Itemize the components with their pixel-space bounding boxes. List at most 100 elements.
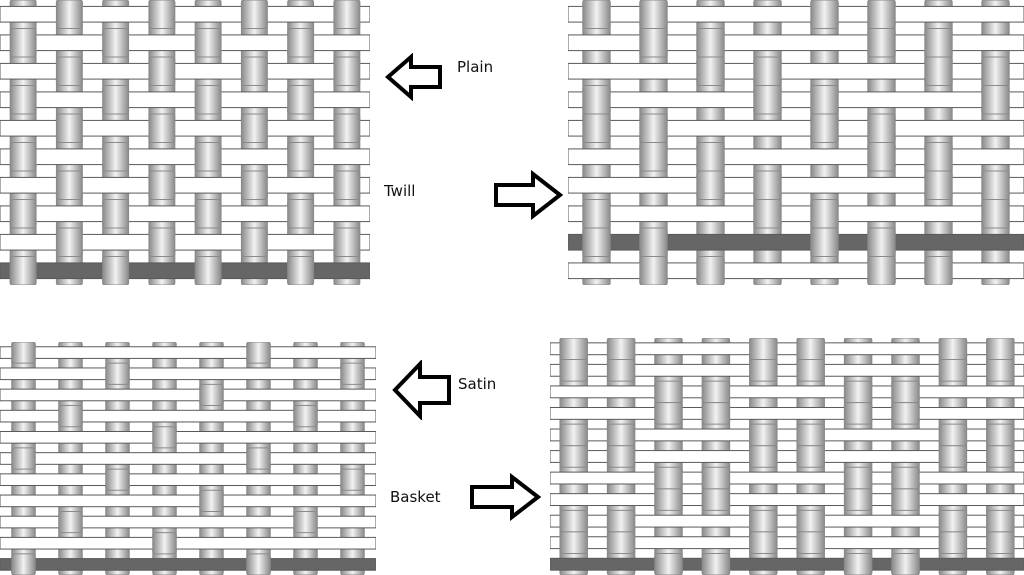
- warp-over-cell: [194, 85, 222, 115]
- warp-over-cell: [606, 359, 636, 382]
- weft-thread: [568, 205, 1024, 223]
- warp-over-cell: [810, 227, 839, 257]
- warp-over-cell: [194, 199, 222, 229]
- warp-over-cell: [981, 199, 1010, 229]
- warp-over-cell: [9, 142, 37, 172]
- warp-over-cell: [867, 28, 896, 58]
- warp-over-cell: [606, 509, 636, 533]
- warp-over-cell: [749, 531, 778, 554]
- dark-weft-thread: [0, 558, 376, 571]
- warp-over-cell: [639, 113, 668, 143]
- warp-over-cell: [796, 531, 825, 554]
- right-arrow-icon: [468, 473, 542, 521]
- right-arrow-icon: [492, 170, 564, 220]
- warp-over-cell: [340, 468, 365, 491]
- weft-thread: [550, 514, 1024, 528]
- weft-thread: [568, 176, 1024, 194]
- warp-over-cell: [105, 362, 130, 385]
- warp-over-cell: [55, 56, 83, 86]
- warp-over-cell: [891, 466, 920, 490]
- warp-over-cell: [55, 227, 83, 257]
- warp-over-cell: [240, 113, 268, 143]
- warp-over-cell: [749, 338, 778, 361]
- warp-over-cell: [102, 142, 130, 172]
- warp-over-cell: [924, 170, 953, 200]
- basket-weave-svg: [550, 338, 1024, 575]
- warp-over-cell: [924, 28, 953, 58]
- twill-weave-diagram: [568, 0, 1024, 285]
- plain-weave-diagram: [0, 0, 370, 285]
- weft-thread: [550, 363, 1024, 377]
- warp-over-cell: [333, 56, 361, 86]
- warp-over-cell: [654, 402, 683, 425]
- warp-over-cell: [924, 56, 953, 86]
- warp-over-cell: [333, 170, 361, 200]
- warp-over-cell: [639, 227, 668, 257]
- warp-over-cell: [810, 113, 839, 143]
- right-arrow-shape: [494, 170, 564, 220]
- warp-over-cell: [582, 85, 611, 115]
- warp-over-cell: [796, 445, 825, 468]
- weft-thread: [550, 428, 1024, 442]
- warp-over-cell: [246, 447, 271, 470]
- warp-over-cell: [639, 0, 668, 29]
- warp-over-cell: [333, 113, 361, 143]
- warp-over-cell: [843, 380, 873, 404]
- warp-over-cell: [559, 445, 588, 468]
- warp-over-cell: [810, 0, 839, 29]
- warp-over-cell: [152, 426, 177, 449]
- warp-over-cell: [194, 256, 222, 285]
- warp-over-cell: [102, 28, 130, 58]
- warp-over-cell: [199, 489, 224, 512]
- warp-over-cell: [696, 256, 725, 285]
- warp-over-cell: [938, 359, 968, 382]
- warp-over-cell: [148, 227, 176, 257]
- warp-over-cell: [240, 56, 268, 86]
- warp-over-cell: [696, 56, 725, 86]
- warp-over-cell: [867, 113, 896, 143]
- left-arrow-shape: [392, 360, 451, 420]
- right-arrow-shape: [470, 473, 542, 521]
- warp-over-cell: [293, 405, 318, 428]
- warp-over-cell: [696, 28, 725, 58]
- twill-label: Twill: [384, 182, 416, 200]
- weft-thread: [568, 262, 1024, 280]
- warp-over-cell: [810, 199, 839, 229]
- warp-over-cell: [867, 0, 896, 29]
- warp-over-cell: [843, 552, 873, 575]
- weft-thread: [550, 493, 1024, 507]
- weft-thread: [0, 34, 370, 52]
- warp-over-cell: [582, 0, 611, 29]
- weft-thread: [568, 62, 1024, 80]
- warp-over-cell: [843, 466, 873, 490]
- weft-thread: [0, 452, 376, 465]
- basket-weave-diagram: [550, 338, 1024, 575]
- warp-over-cell: [810, 85, 839, 115]
- warp-over-cell: [981, 85, 1010, 115]
- weft-thread: [568, 148, 1024, 166]
- warp-over-cell: [11, 447, 36, 470]
- warp-over-cell: [639, 142, 668, 172]
- satin-weave-svg: [0, 342, 376, 575]
- weft-thread: [0, 119, 370, 137]
- warp-over-cell: [867, 256, 896, 285]
- weft-thread: [568, 91, 1024, 109]
- warp-over-cell: [9, 199, 37, 229]
- satin-label: Satin: [458, 375, 497, 393]
- basket-label: Basket: [390, 488, 441, 506]
- weft-thread: [0, 91, 370, 109]
- warp-over-cell: [749, 509, 778, 533]
- plain-label: Plain: [457, 58, 494, 76]
- warp-over-cell: [891, 380, 920, 404]
- warp-over-cell: [654, 488, 683, 511]
- warp-over-cell: [606, 445, 636, 468]
- warp-over-cell: [938, 531, 968, 554]
- warp-over-cell: [287, 142, 315, 172]
- warp-over-cell: [701, 402, 731, 425]
- warp-over-cell: [194, 28, 222, 58]
- warp-over-cell: [749, 445, 778, 468]
- warp-over-cell: [287, 199, 315, 229]
- warp-over-cell: [240, 0, 268, 29]
- warp-over-cell: [986, 509, 1015, 533]
- warp-over-cell: [199, 383, 224, 407]
